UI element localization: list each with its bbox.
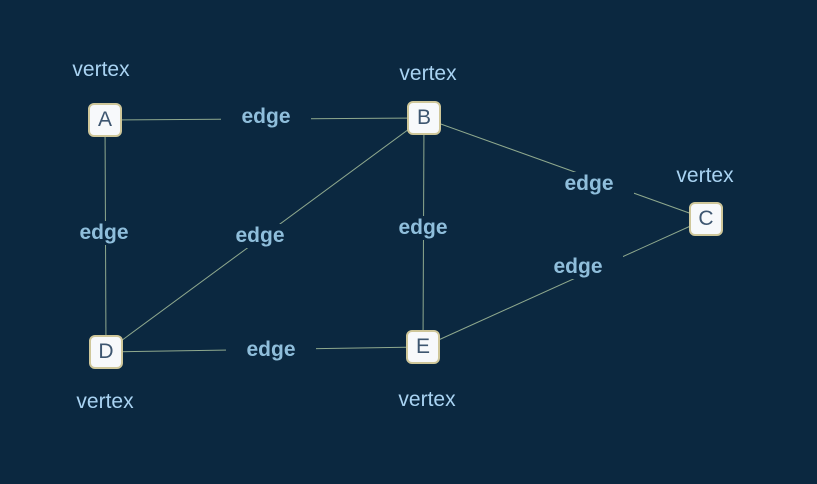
- edge-line-b-c: [423, 117, 707, 220]
- vertex-caption-a: vertex: [72, 58, 130, 81]
- edge-label-b-e: edge: [378, 216, 468, 240]
- edge-label-b-c: edge: [544, 172, 634, 196]
- edge-label-a-d: edge: [59, 221, 149, 245]
- vertex-node-d[interactable]: D: [89, 335, 123, 369]
- edge-line-e-c: [422, 218, 707, 348]
- vertex-node-e[interactable]: E: [406, 330, 440, 364]
- vertex-caption-c: vertex: [676, 164, 734, 187]
- edge-label-d-e: edge: [226, 338, 316, 362]
- edge-label-a-b: edge: [221, 105, 311, 129]
- vertex-caption-b: vertex: [399, 62, 457, 85]
- vertex-caption-d: vertex: [76, 390, 134, 413]
- vertex-node-a[interactable]: A: [88, 103, 122, 137]
- edge-label-e-c: edge: [533, 255, 623, 279]
- vertex-caption-e: vertex: [398, 388, 456, 411]
- edge-label-b-d: edge: [215, 224, 305, 248]
- vertex-node-b[interactable]: B: [407, 101, 441, 135]
- vertex-node-c[interactable]: C: [689, 202, 723, 236]
